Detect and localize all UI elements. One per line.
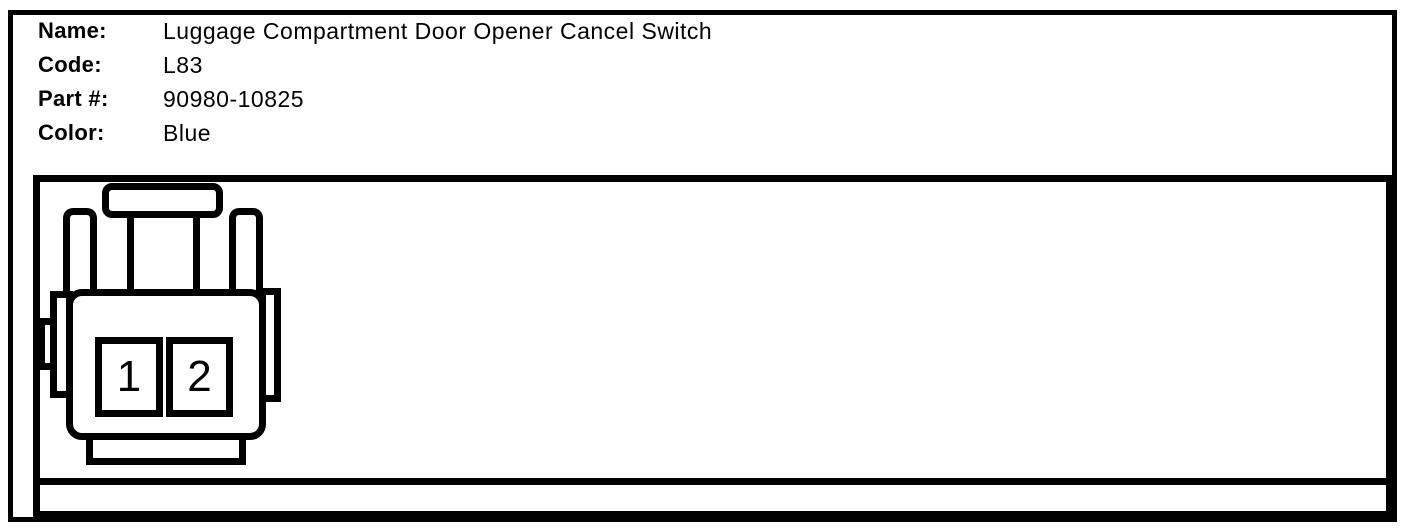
part-number-value: 90980-10825 [163,85,305,112]
connector-neck [127,211,200,296]
connector-right-prong [229,208,263,296]
part-number-field-row: Part #: 90980-10825 [38,82,712,116]
empty-footer-strip [33,478,1393,518]
pin-2-number: 2 [187,352,212,401]
color-value: Blue [163,119,212,146]
pin-cavity-1: 1 [95,337,163,417]
name-value: Luggage Compartment Door Opener Cancel S… [163,17,713,44]
name-field-row: Name: Luggage Compartment Door Opener Ca… [38,14,712,48]
code-field-row: Code: L83 [38,48,712,82]
code-label: Code: [38,52,102,77]
connector-left-prong [63,208,97,296]
part-number-label: Part #: [38,86,109,111]
pin-1-number: 1 [116,352,142,401]
name-label: Name: [38,18,107,43]
connector-metadata: Name: Luggage Compartment Door Opener Ca… [38,14,712,150]
code-value: L83 [163,51,203,78]
outer-border-frame [8,10,1397,522]
connector-lock-tab [102,183,223,218]
color-field-row: Color: Blue [38,116,712,150]
pin-cavity-2: 2 [166,337,233,417]
color-label: Color: [38,120,105,145]
